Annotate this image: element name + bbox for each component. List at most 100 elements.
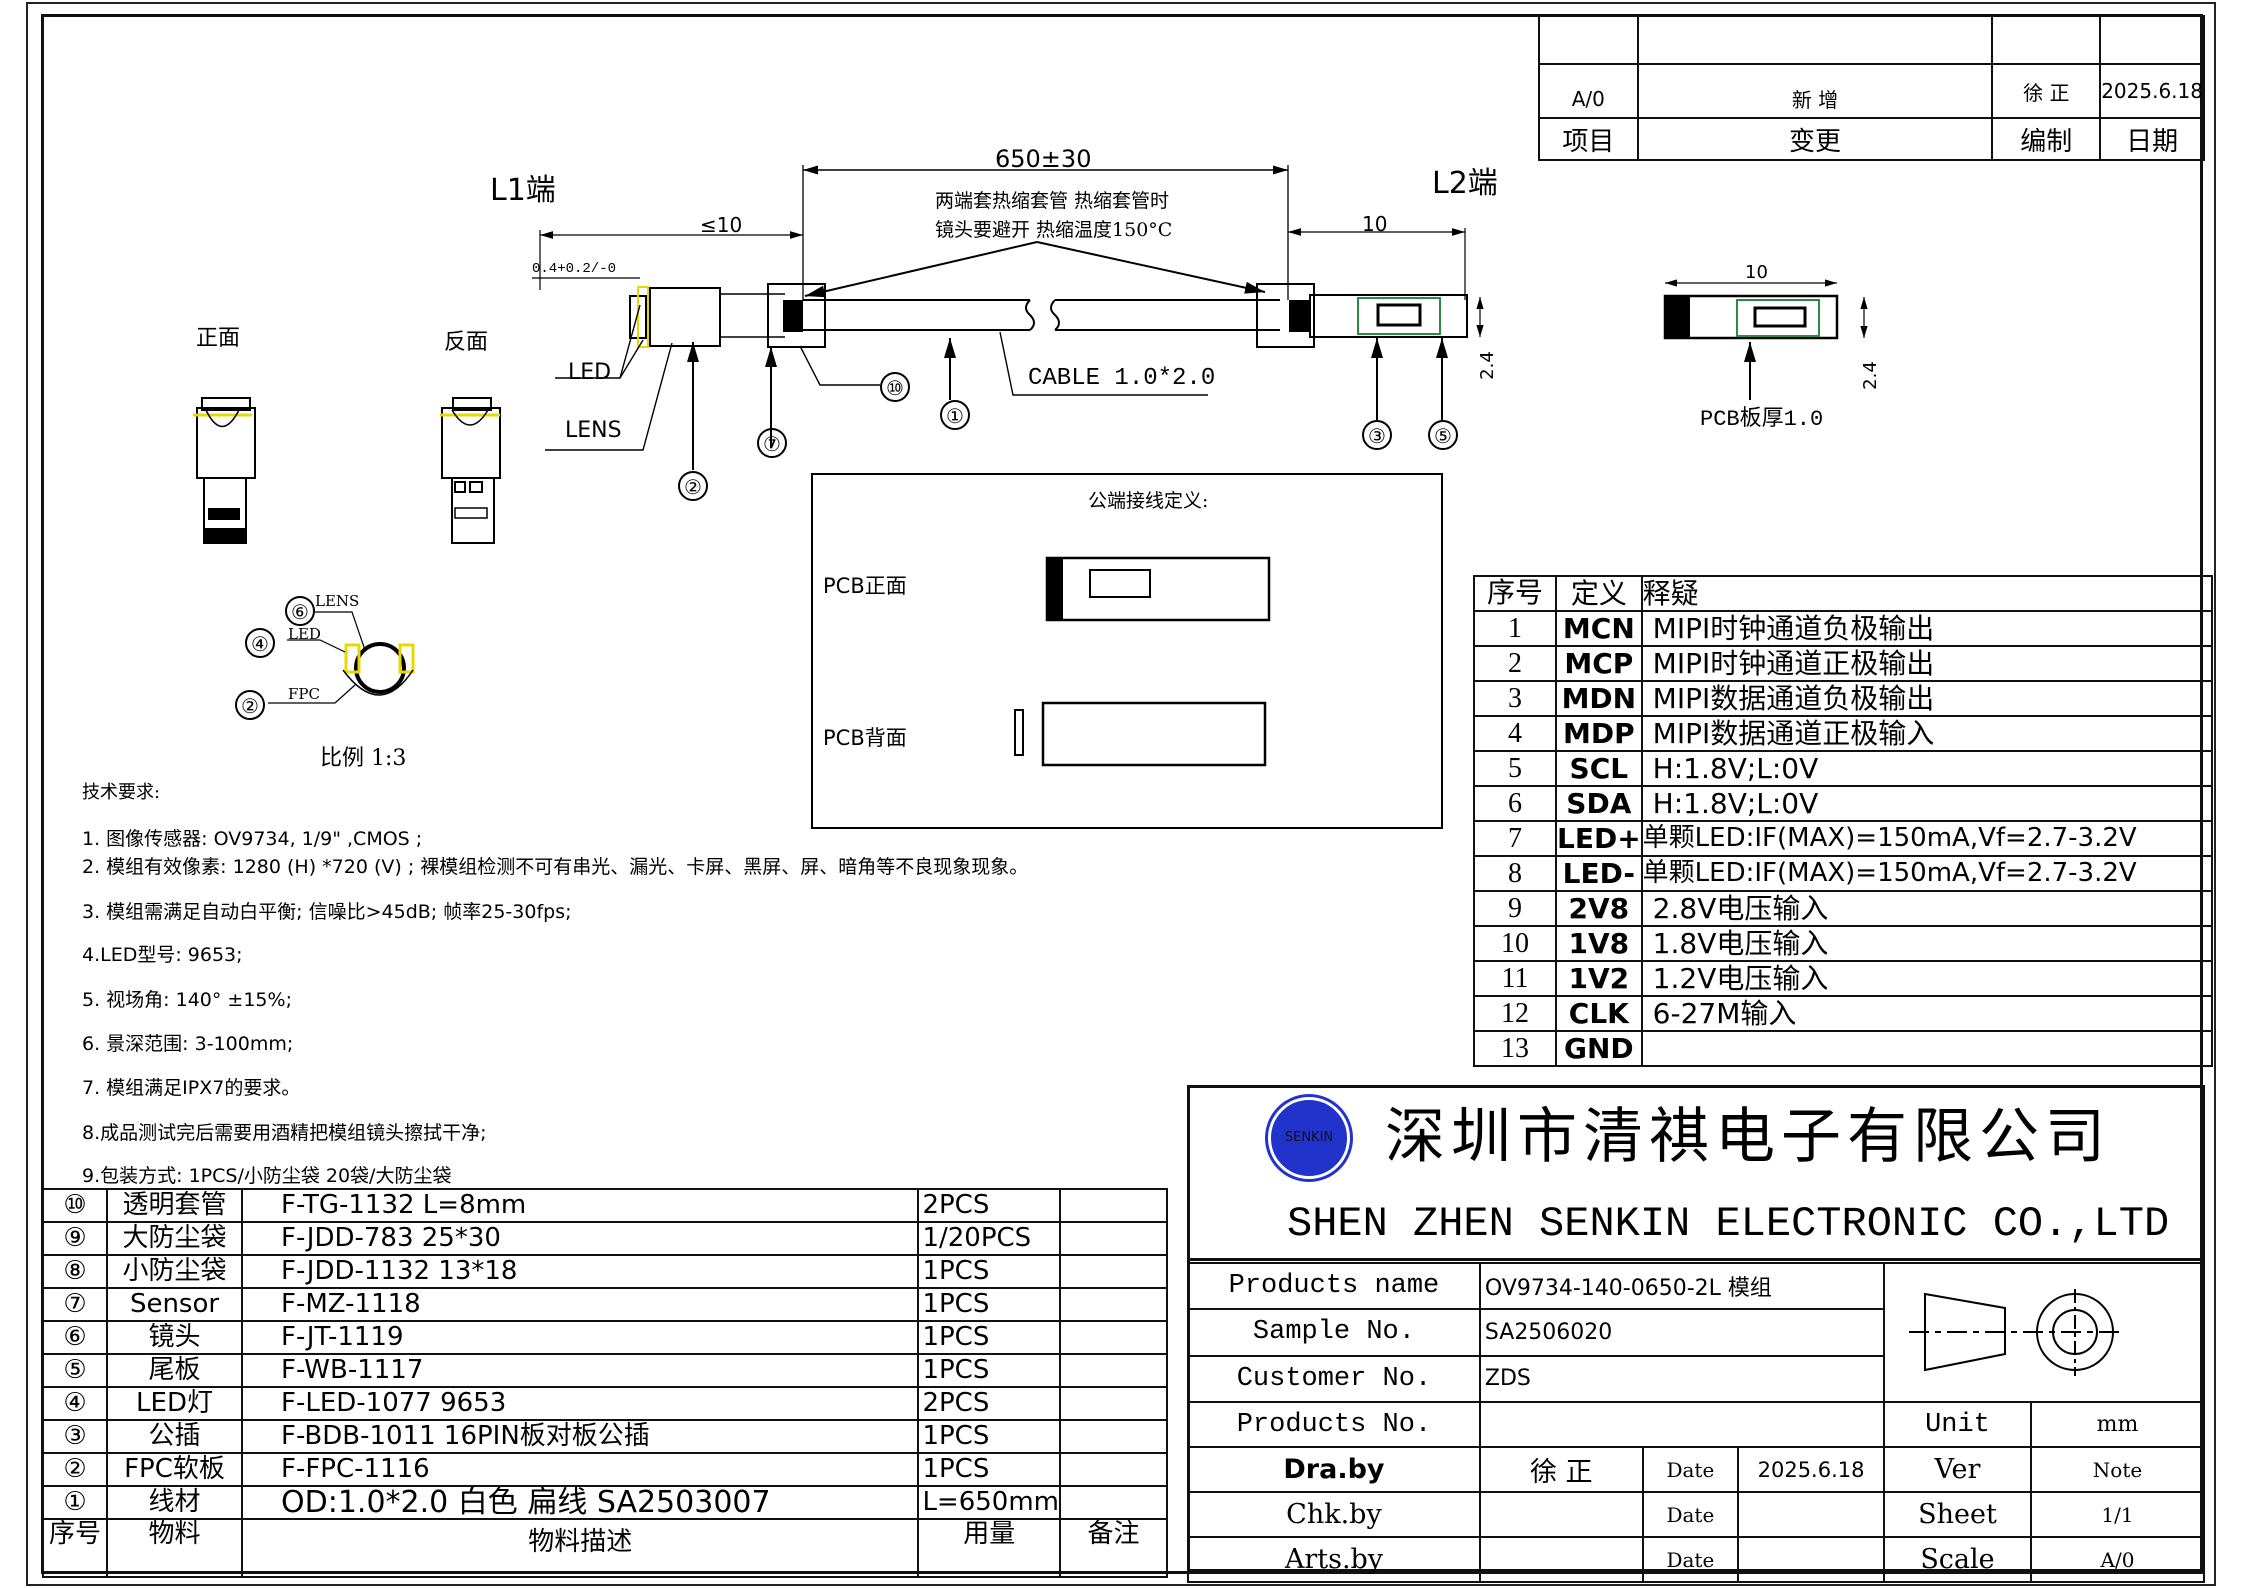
bom-material: 尾板	[106, 1353, 243, 1388]
products-no-value	[1478, 1401, 1885, 1448]
pin-no: 12	[1473, 995, 1557, 1032]
rev-item: A/0	[1538, 63, 1639, 119]
bom-header-note: 备注	[1059, 1518, 1168, 1578]
pin-no: 11	[1473, 960, 1557, 997]
pcb-back-pads	[1014, 709, 1024, 756]
bom-no: ③	[42, 1419, 108, 1454]
sample-no-label: Sample No.	[1187, 1308, 1481, 1357]
rev-item	[1538, 15, 1639, 65]
products-name-label: Products name	[1187, 1261, 1481, 1311]
detail-callout-2: ②	[235, 690, 265, 720]
bom-qty: 1/20PCS	[917, 1221, 1061, 1256]
bom-no: ⑩	[42, 1188, 108, 1223]
dim-total-text: 650±30	[995, 145, 1092, 173]
rev-date	[2099, 15, 2205, 65]
b2b-connector-outline	[1357, 297, 1441, 335]
sample-no-value: SA2506020	[1478, 1308, 1885, 1357]
pin-desc: MIPI数据通道负极输出	[1640, 680, 2214, 717]
requirements-title: 技术要求:	[82, 782, 161, 803]
revision-table: A/0 新 增 徐 正 2025.6.18 项目 变更 编制 日期	[1538, 15, 2205, 161]
pin-header-no: 序号	[1473, 575, 1557, 612]
leader-cable	[999, 331, 1208, 396]
pcb-front-label: PCB正面	[823, 574, 907, 598]
sheet-label: Sheet	[1882, 1491, 2033, 1538]
bom-no: ⑧	[42, 1254, 108, 1289]
chk-by-label: Chk.by	[1187, 1491, 1481, 1538]
dim-gap-text: 0.4+0.2/-0	[532, 261, 617, 277]
pcb-back-outline	[1041, 701, 1267, 767]
pin-def: MCP	[1555, 645, 1643, 682]
pin-no: 13	[1473, 1030, 1557, 1067]
rev-change	[1636, 15, 1994, 65]
bom-material: 公插	[106, 1419, 243, 1454]
pin-def: 1V8	[1555, 925, 1643, 962]
pin-desc: 6-27M输入	[1640, 995, 2214, 1032]
pin-no: 10	[1473, 925, 1557, 962]
bom-qty: 1PCS	[917, 1287, 1061, 1322]
pin-desc: 单颗LED:IF(MAX)=150mA,Vf=2.7-3.2V	[1640, 855, 2214, 892]
pcb-thickness-label: PCB板厚1.0	[1700, 407, 1824, 432]
bom-material: FPC软板	[106, 1452, 243, 1487]
callout-1: ①	[940, 400, 970, 430]
pcb-connector	[1753, 306, 1807, 328]
bom-note	[1059, 1254, 1168, 1289]
arts-date-value	[1737, 1536, 1885, 1583]
bom-note	[1059, 1353, 1168, 1388]
head-detail	[268, 611, 415, 704]
pin-def: MCN	[1555, 610, 1643, 647]
date-label: Date	[1641, 1446, 1740, 1493]
pcb-dim-text: 10	[1745, 262, 1768, 283]
bom-qty: 1PCS	[917, 1254, 1061, 1289]
requirement-item: 9.包装方式: 1PCS/小防尘袋 20袋/大防尘袋	[82, 1165, 452, 1187]
note-arrow-left	[804, 241, 1038, 298]
dra-date-value: 2025.6.18	[1737, 1446, 1885, 1493]
bom-no: ⑨	[42, 1221, 108, 1256]
bom-header-qty: 用量	[917, 1518, 1061, 1578]
bom-desc: F-FPC-1116	[240, 1452, 920, 1487]
pcb-outline	[1663, 294, 1839, 340]
pin-def: SDA	[1555, 785, 1643, 822]
requirement-item: 6. 景深范围: 3-100mm;	[82, 1033, 294, 1055]
pin-desc: MIPI时钟通道负极输出	[1640, 610, 2214, 647]
date-label: Date	[1641, 1491, 1740, 1538]
bom-no: ⑥	[42, 1320, 108, 1355]
bom-header-desc: 物料描述	[240, 1518, 920, 1578]
b2b-connector	[1376, 303, 1422, 327]
dra-by-label: Dra.by	[1187, 1446, 1481, 1493]
detail-callout-4: ④	[245, 628, 275, 658]
pin-desc	[1640, 1030, 2214, 1067]
date-label: Date	[1641, 1536, 1740, 1583]
bom-note	[1059, 1485, 1168, 1520]
bom-no: ②	[42, 1452, 108, 1487]
company-name-cn: 深圳市清祺电子有限公司	[1385, 1102, 2111, 1172]
pin-no: 2	[1473, 645, 1557, 682]
bom-desc: OD:1.0*2.0 白色 扁线 SA2503007	[240, 1485, 920, 1520]
detail-callout-6: ⑥	[285, 596, 315, 626]
connector-left	[783, 300, 803, 332]
bom-desc: F-TG-1132 L=8mm	[240, 1188, 920, 1223]
callout-2: ②	[678, 471, 708, 501]
pcb-back-label: PCB背面	[823, 726, 907, 750]
leader-10	[799, 345, 880, 386]
bom-note	[1059, 1188, 1168, 1223]
requirement-item: 1. 图像传感器: OV9734, 1/9" ,CMOS ;	[82, 828, 423, 850]
pcb-dim-h-text: 2.4	[1859, 361, 1881, 390]
pcb-edge	[1665, 296, 1690, 338]
bom-no: ⑦	[42, 1287, 108, 1322]
bom-desc: F-JDD-1132 13*18	[240, 1254, 920, 1289]
note-line-2: 镜头要避开 热缩温度150°C	[935, 219, 1173, 241]
bom-material: LED灯	[106, 1386, 243, 1421]
pin-def: MDN	[1555, 680, 1643, 717]
bom-material: 小防尘袋	[106, 1254, 243, 1289]
sensor-housing	[649, 287, 721, 347]
